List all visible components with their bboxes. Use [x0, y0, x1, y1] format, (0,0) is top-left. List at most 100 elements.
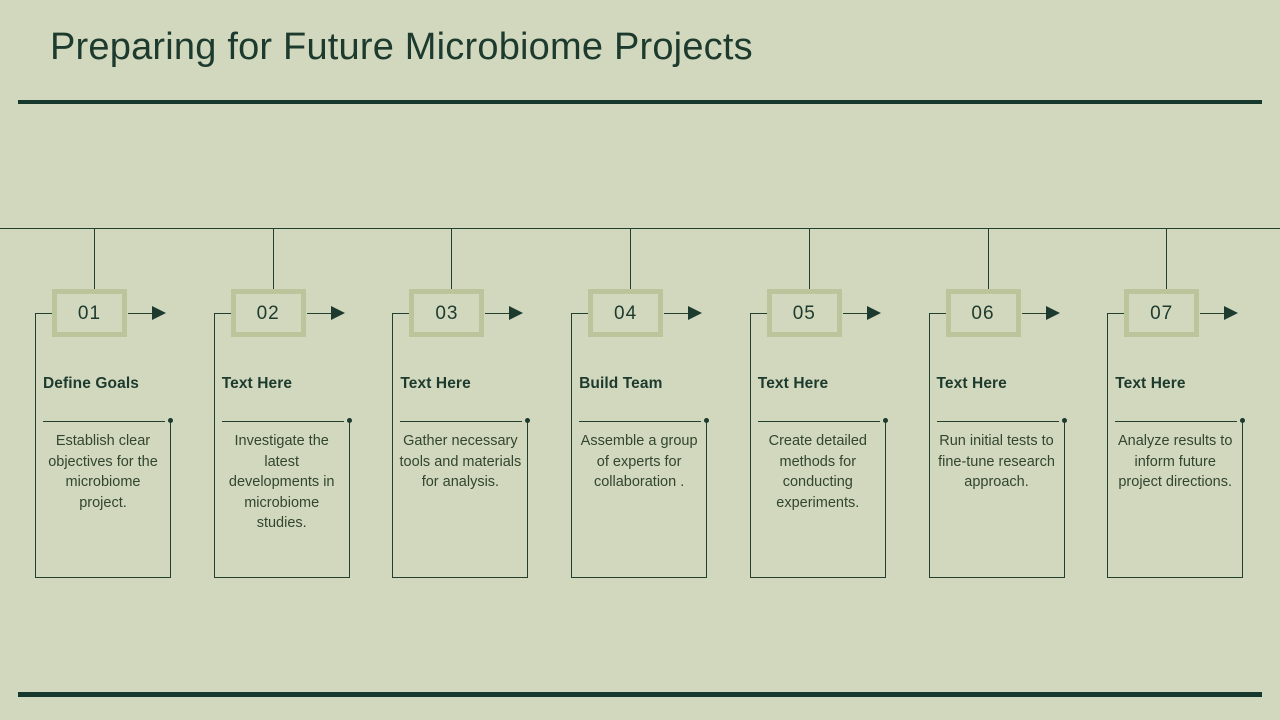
step-arrow-shaft-icon	[485, 313, 512, 314]
step-arrow-shaft-icon	[128, 313, 154, 314]
step-card[interactable]: Text Here Gather necessary tools and mat…	[392, 313, 531, 578]
step-arrow-shaft-icon	[1021, 313, 1048, 314]
step-arrow-right-icon	[866, 306, 881, 320]
card-divider-dot-icon	[1061, 418, 1067, 423]
step-number-label: 07	[1150, 302, 1174, 324]
card-left-border	[213, 313, 215, 578]
timeline-spine-line	[0, 228, 1280, 229]
step-drop-line	[808, 229, 810, 289]
step-card[interactable]: Text Here Create detailed methods for co…	[749, 313, 888, 578]
step-left-connector	[392, 313, 411, 314]
step-body-text: Investigate the latest developments in m…	[228, 433, 335, 531]
step-title: Build Team	[579, 375, 663, 392]
step-body-text: Establish clear objectives for the micro…	[48, 433, 158, 511]
step-number-box[interactable]: 03	[409, 289, 485, 337]
card-bottom-border	[928, 577, 1065, 578]
card-right-border	[1063, 421, 1065, 578]
card-divider	[579, 421, 702, 422]
card-divider	[43, 421, 165, 422]
page-title: Preparing for Future Microbiome Projects	[50, 26, 753, 68]
step-card[interactable]: Build Team Assemble a group of experts f…	[571, 313, 710, 578]
step-number-label: 05	[792, 302, 816, 324]
card-bottom-border	[392, 577, 529, 578]
card-right-border	[1242, 421, 1244, 578]
step-body-text: Gather necessary tools and materials for…	[399, 433, 522, 490]
timeline-step-03[interactable]: 03 Text Here Gather necessary tools and …	[392, 0, 572, 720]
step-arrow-shaft-icon	[306, 313, 333, 314]
step-drop-line	[451, 229, 453, 289]
footer-rule	[18, 692, 1262, 697]
step-card[interactable]: Define Goals Establish clear objectives …	[35, 313, 173, 578]
step-arrow-shaft-icon	[1200, 313, 1227, 314]
step-drop-line	[1166, 229, 1168, 289]
step-number-label: 06	[971, 302, 995, 324]
card-divider-dot-icon	[704, 418, 710, 423]
timeline-step-04[interactable]: 04 Build Team Assemble a group of expert…	[571, 0, 751, 720]
step-card[interactable]: Text Here Analyze results to inform futu…	[1107, 313, 1246, 578]
step-arrow-shaft-icon	[842, 313, 869, 314]
step-number-box[interactable]: 02	[230, 289, 306, 337]
step-number-box[interactable]: 01	[52, 289, 127, 337]
timeline-step-06[interactable]: 06 Text Here Run initial tests to fine-t…	[928, 0, 1109, 720]
step-arrow-right-icon	[1045, 306, 1060, 320]
step-title: Text Here	[757, 375, 829, 392]
card-divider	[1115, 421, 1238, 422]
step-number-box[interactable]: 06	[945, 289, 1021, 337]
card-bottom-border	[213, 577, 350, 578]
step-card[interactable]: Text Here Run initial tests to fine-tune…	[928, 313, 1067, 578]
step-number-box[interactable]: 05	[766, 289, 842, 337]
card-right-border	[170, 421, 171, 578]
step-number-box[interactable]: 04	[588, 289, 664, 337]
step-arrow-right-icon	[152, 306, 166, 320]
card-bottom-border	[749, 577, 886, 578]
card-bottom-border	[1107, 577, 1244, 578]
card-right-border	[884, 421, 886, 578]
step-body-text: Assemble a group of experts for collabor…	[580, 433, 698, 490]
step-number-box[interactable]: 07	[1124, 289, 1200, 337]
card-divider-dot-icon	[168, 418, 173, 423]
card-right-border	[348, 421, 350, 578]
card-divider-dot-icon	[346, 418, 352, 423]
step-left-connector	[213, 313, 232, 314]
timeline-step-07[interactable]: 07 Text Here Analyze results to inform f…	[1107, 0, 1280, 720]
step-left-connector	[571, 313, 590, 314]
step-title: Text Here	[400, 375, 471, 392]
step-body-text: Create detailed methods for conducting e…	[768, 433, 867, 511]
step-card[interactable]: Text Here Investigate the latest develop…	[213, 313, 352, 578]
step-left-connector	[928, 313, 947, 314]
step-drop-line	[272, 229, 274, 289]
step-left-connector	[749, 313, 768, 314]
card-left-border	[392, 313, 394, 578]
timeline-step-01[interactable]: 01 Define Goals Establish clear objectiv…	[35, 0, 215, 720]
step-number-label: 03	[435, 302, 459, 324]
step-arrow-shaft-icon	[664, 313, 691, 314]
card-left-border	[571, 313, 573, 578]
step-drop-line	[987, 229, 989, 289]
timeline-step-02[interactable]: 02 Text Here Investigate the latest deve…	[213, 0, 394, 720]
step-title: Define Goals	[43, 375, 139, 392]
card-left-border	[928, 313, 930, 578]
card-left-border	[1107, 313, 1109, 578]
card-left-border	[749, 313, 751, 578]
card-divider-dot-icon	[882, 418, 888, 423]
step-arrow-right-icon	[1224, 306, 1239, 320]
step-number-label: 02	[256, 302, 280, 324]
step-number-label: 01	[77, 302, 102, 324]
card-divider-dot-icon	[1240, 418, 1246, 423]
step-arrow-right-icon	[330, 306, 345, 320]
step-left-connector	[1107, 313, 1126, 314]
step-body-text: Analyze results to inform future project…	[1117, 433, 1233, 490]
step-title: Text Here	[221, 375, 293, 392]
card-right-border	[706, 421, 708, 578]
card-bottom-border	[35, 577, 171, 578]
step-body-text: Run initial tests to fine-tune research …	[938, 433, 1055, 490]
title-divider-rule	[18, 100, 1262, 104]
timeline-step-05[interactable]: 05 Text Here Create detailed methods for…	[749, 0, 930, 720]
step-title: Text Here	[1115, 375, 1186, 392]
card-divider	[221, 421, 344, 422]
step-left-connector	[35, 313, 53, 314]
card-right-border	[527, 421, 529, 578]
card-divider	[400, 421, 523, 422]
